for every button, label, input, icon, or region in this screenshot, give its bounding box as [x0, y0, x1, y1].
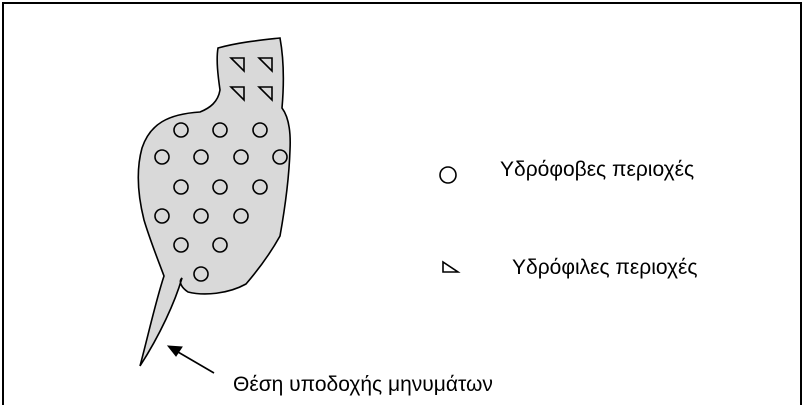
circle-marker: [212, 179, 228, 195]
circle-marker: [173, 237, 189, 253]
receptor-site-label: Θέση υποδοχής μηνυμάτων: [233, 373, 493, 396]
hydrophilic-sites: [229, 57, 273, 102]
triangle-marker: [229, 86, 245, 102]
triangle-marker: [257, 57, 273, 73]
legend-hydrophilic-label: Υδρόφιλες περιοχές: [512, 256, 698, 279]
circle-marker: [193, 149, 209, 165]
circle-marker: [212, 237, 228, 253]
circle-marker: [193, 208, 209, 224]
legend-hydrophobic-label: Υδρόφοβες περιοχές: [500, 158, 695, 181]
triangle-marker: [229, 57, 245, 73]
circle-marker: [272, 149, 288, 165]
circle-marker: [154, 149, 170, 165]
circle-marker: [252, 179, 268, 195]
circle-marker: [173, 179, 189, 195]
circle-marker: [193, 266, 209, 282]
circle-marker: [173, 122, 189, 138]
legend-triangle-icon: [442, 260, 461, 273]
circle-marker: [233, 149, 249, 165]
circle-marker: [233, 208, 249, 224]
hydrophobic-sites: [154, 122, 288, 282]
callout-arrow: [166, 345, 215, 374]
triangle-marker: [257, 86, 273, 102]
legend-circle-icon: [439, 166, 457, 184]
circle-marker: [154, 208, 170, 224]
circle-marker: [212, 122, 228, 138]
molecule-shape: [137, 37, 291, 367]
circle-marker: [252, 122, 268, 138]
